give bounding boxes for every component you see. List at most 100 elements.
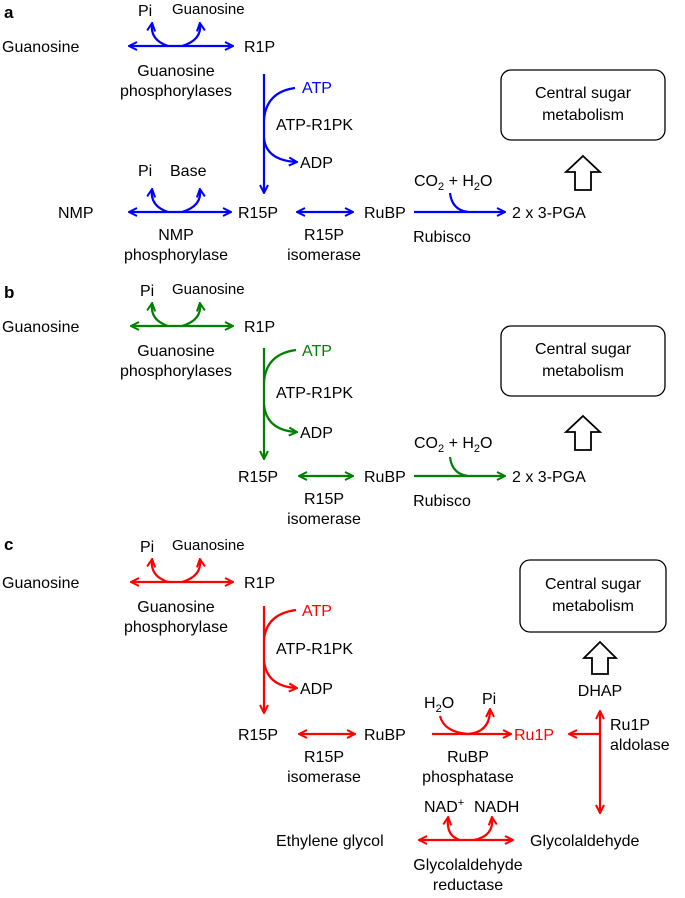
central-line2: metabolism bbox=[542, 363, 624, 380]
r1p-label: R1P bbox=[244, 39, 275, 56]
pi-label: Pi bbox=[140, 539, 154, 556]
aldolase-line2: aldolase bbox=[610, 737, 670, 754]
enzyme-label-line1: Guanosine bbox=[137, 63, 214, 80]
guanosine-label: Guanosine bbox=[2, 319, 79, 336]
nad-label: NAD+ bbox=[424, 797, 464, 816]
h2o-label: H2O bbox=[424, 695, 454, 715]
pi-branch-arrow bbox=[152, 304, 169, 328]
guanosine-branch-arrow bbox=[181, 560, 200, 584]
phosphatase-line2: phosphatase bbox=[422, 769, 514, 786]
adp-label: ADP bbox=[300, 155, 333, 172]
panel-a-label: a bbox=[4, 3, 14, 22]
pi-label: Pi bbox=[140, 283, 154, 300]
atp-label: ATP bbox=[302, 603, 332, 620]
rubisco-label: Rubisco bbox=[413, 229, 471, 246]
guanosine-label: Guanosine bbox=[2, 39, 79, 56]
guanosine-branch-arrow bbox=[181, 304, 200, 328]
enzyme-label-line1: Guanosine bbox=[137, 599, 214, 616]
guanosine-top-label: Guanosine bbox=[172, 537, 245, 554]
atp-r1pk-label: ATP-R1PK bbox=[276, 385, 353, 402]
central-sugar-box bbox=[500, 69, 666, 141]
reductase-line1: Glycolaldehyde bbox=[413, 857, 523, 874]
co2-h2o-label: CO2 + H2O bbox=[414, 435, 493, 455]
r15p-label: R15P bbox=[238, 469, 278, 486]
panel-a: a Pi Guanosine Guanosine R1P Guanosine p… bbox=[2, 1, 666, 264]
pi-label: Pi bbox=[138, 3, 152, 20]
r1p-label: R1P bbox=[244, 575, 275, 592]
adp-label: ADP bbox=[300, 681, 333, 698]
central-line1: Central sugar bbox=[535, 341, 632, 358]
glycolaldehyde-label: Glycolaldehyde bbox=[530, 833, 640, 850]
atp-r1pk-label: ATP-R1PK bbox=[276, 117, 353, 134]
enzyme-label-line2: phosphorylase bbox=[124, 619, 228, 636]
r1p-label: R1P bbox=[244, 319, 275, 336]
isomerase-line2: isomerase bbox=[287, 247, 361, 264]
atp-r1pk-label: ATP-R1PK bbox=[276, 641, 353, 658]
ru1p-label: Ru1P bbox=[514, 727, 554, 744]
adp-curve bbox=[262, 137, 296, 162]
central-sugar-box bbox=[500, 325, 666, 397]
pi2-label: Pi bbox=[138, 163, 152, 180]
r15p-label: R15P bbox=[238, 205, 278, 222]
hollow-up-arrow bbox=[563, 414, 603, 451]
nmp-enzyme-line2: phosphorylase bbox=[124, 247, 228, 264]
rubp-label: RuBP bbox=[364, 469, 406, 486]
panel-c: c Pi Guanosine Guanosine R1P Guanosine p… bbox=[2, 535, 670, 894]
rubp-label: RuBP bbox=[364, 205, 406, 222]
central-sugar-box bbox=[519, 559, 667, 633]
adp-curve bbox=[262, 403, 296, 432]
base-label: Base bbox=[170, 163, 207, 180]
guanosine-top-label: Guanosine bbox=[172, 1, 245, 18]
r15p-label: R15P bbox=[238, 727, 278, 744]
nad-branch-arrow bbox=[448, 818, 461, 842]
isomerase-line1: R15P bbox=[304, 749, 344, 766]
rubisco-label: Rubisco bbox=[413, 493, 471, 510]
dhap-label: DHAP bbox=[578, 683, 622, 700]
isomerase-line2: isomerase bbox=[287, 511, 361, 528]
aldolase-line1: Ru1P bbox=[610, 717, 650, 734]
enzyme-label-line2: phosphorylases bbox=[120, 83, 232, 100]
reductase-line2: reductase bbox=[433, 877, 503, 894]
pi-branch-arrow bbox=[152, 24, 169, 48]
atp-curve bbox=[262, 86, 296, 121]
hollow-up-arrow bbox=[563, 154, 603, 191]
enzyme-label-line1: Guanosine bbox=[137, 343, 214, 360]
pga-label: 2 x 3-PGA bbox=[512, 205, 586, 222]
co2-h2o-label: CO2 + H2O bbox=[414, 173, 493, 193]
ethylene-glycol-label: Ethylene glycol bbox=[276, 833, 384, 850]
isomerase-line2: isomerase bbox=[287, 769, 361, 786]
guanosine-label: Guanosine bbox=[2, 575, 79, 592]
atp-curve bbox=[262, 348, 297, 383]
panel-b-label: b bbox=[4, 283, 14, 302]
rubp-label: RuBP bbox=[364, 727, 406, 744]
pi-out-arrow bbox=[467, 710, 490, 736]
isomerase-line1: R15P bbox=[304, 491, 344, 508]
isomerase-line1: R15P bbox=[304, 227, 344, 244]
co2-curve bbox=[448, 192, 469, 214]
nadh-label: NADH bbox=[474, 799, 519, 816]
pi2-branch-arrow bbox=[152, 190, 169, 214]
pi-branch-arrow bbox=[152, 560, 169, 584]
adp-curve bbox=[262, 659, 296, 688]
central-line1: Central sugar bbox=[545, 576, 642, 593]
panel-c-label: c bbox=[4, 535, 13, 554]
h2o-curve bbox=[438, 715, 469, 736]
guanosine-top-label: Guanosine bbox=[172, 281, 245, 298]
nmp-label: NMP bbox=[58, 205, 94, 222]
central-line1: Central sugar bbox=[535, 85, 632, 102]
atp-label: ATP bbox=[302, 80, 332, 97]
nadh-branch-arrow bbox=[473, 818, 492, 842]
nmp-enzyme-line1: NMP bbox=[158, 227, 194, 244]
atp-curve bbox=[262, 608, 297, 641]
panel-b: b Pi Guanosine Guanosine R1P Guanosine p… bbox=[2, 281, 666, 528]
atp-label: ATP bbox=[302, 343, 332, 360]
adp-label: ADP bbox=[300, 425, 333, 442]
enzyme-label-line2: phosphorylases bbox=[120, 363, 232, 380]
hollow-up-arrow bbox=[581, 640, 619, 675]
guanosine-branch-arrow bbox=[181, 24, 200, 48]
phosphatase-line1: RuBP bbox=[447, 749, 489, 766]
central-line2: metabolism bbox=[552, 598, 634, 615]
pga-label: 2 x 3-PGA bbox=[512, 469, 586, 486]
co2-curve bbox=[448, 456, 469, 478]
